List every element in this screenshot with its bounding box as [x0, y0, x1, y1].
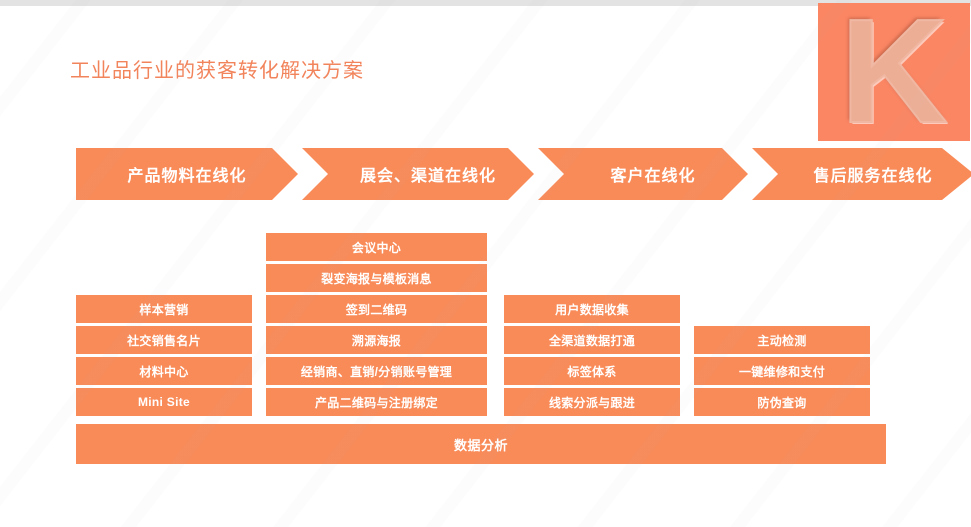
logo-letter-k: K [840, 3, 949, 141]
brand-logo: K [818, 3, 970, 141]
capability-item[interactable]: 签到二维码 [266, 295, 487, 323]
stage-chevron-1-label: 产品物料在线化 [127, 168, 247, 185]
stage-chevron-2-label: 展会、渠道在线化 [359, 168, 496, 185]
capability-item[interactable]: 样本营销 [76, 295, 252, 323]
capability-column-2: 会议中心 裂变海报与模板消息 签到二维码 溯源海报 经销商、直销/分销账号管理 … [266, 233, 487, 416]
stage-chevron-2[interactable]: 展会、渠道在线化 [302, 148, 534, 200]
capability-item[interactable]: 用户数据收集 [504, 295, 680, 323]
capability-item[interactable]: 裂变海报与模板消息 [266, 264, 487, 292]
capability-item[interactable]: 经销商、直销/分销账号管理 [266, 357, 487, 385]
capability-item[interactable]: 线索分派与跟进 [504, 388, 680, 416]
capability-item[interactable]: 社交销售名片 [76, 326, 252, 354]
stage-chevron-4[interactable]: 售后服务在线化 [752, 148, 971, 200]
top-edge-strip [0, 0, 971, 6]
stage-chevron-3[interactable]: 客户在线化 [538, 148, 748, 200]
data-analysis-bar[interactable]: 数据分析 [76, 424, 886, 464]
capability-item[interactable]: 防伪查询 [694, 388, 870, 416]
page-title: 工业品行业的获客转化解决方案 [70, 60, 364, 82]
stage-chevron-3-label: 客户在线化 [610, 168, 696, 185]
capability-columns: 样本营销 社交销售名片 材料中心 Mini Site 会议中心 裂变海报与模板消… [76, 220, 898, 416]
capability-item[interactable]: 材料中心 [76, 357, 252, 385]
capability-item[interactable]: 一键维修和支付 [694, 357, 870, 385]
capability-item[interactable]: 标签体系 [504, 357, 680, 385]
capability-item[interactable]: 产品二维码与注册绑定 [266, 388, 487, 416]
stage-chevron-1[interactable]: 产品物料在线化 [76, 148, 298, 200]
capability-item[interactable]: Mini Site [76, 388, 252, 416]
capability-column-3: 用户数据收集 全渠道数据打通 标签体系 线索分派与跟进 [504, 295, 680, 416]
stage-banner: 产品物料在线化 展会、渠道在线化 客户在线化 售后服务在线化 [76, 148, 971, 200]
capability-item[interactable]: 全渠道数据打通 [504, 326, 680, 354]
capability-column-1: 样本营销 社交销售名片 材料中心 Mini Site [76, 295, 252, 416]
capability-item[interactable]: 溯源海报 [266, 326, 487, 354]
capability-item[interactable]: 主动检测 [694, 326, 870, 354]
stage-chevron-4-label: 售后服务在线化 [813, 168, 933, 185]
capability-item[interactable]: 会议中心 [266, 233, 487, 261]
capability-column-4: 主动检测 一键维修和支付 防伪查询 [694, 326, 870, 416]
